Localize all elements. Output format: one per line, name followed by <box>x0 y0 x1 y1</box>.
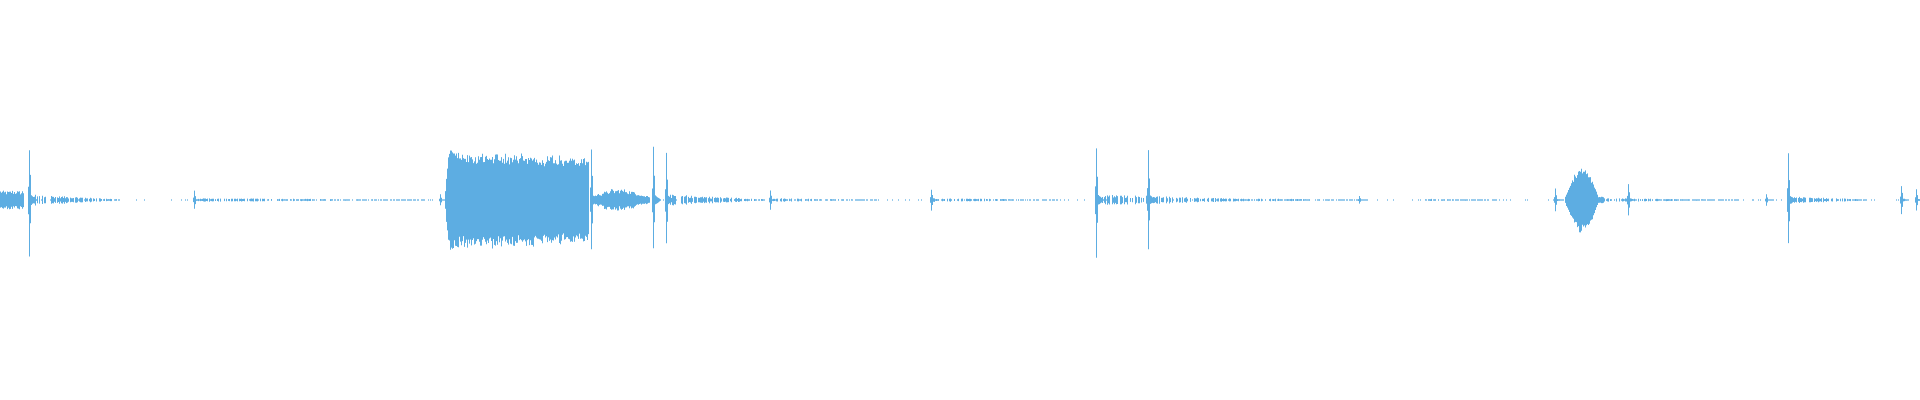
waveform-trace <box>0 146 1920 258</box>
waveform-path <box>0 146 1920 258</box>
